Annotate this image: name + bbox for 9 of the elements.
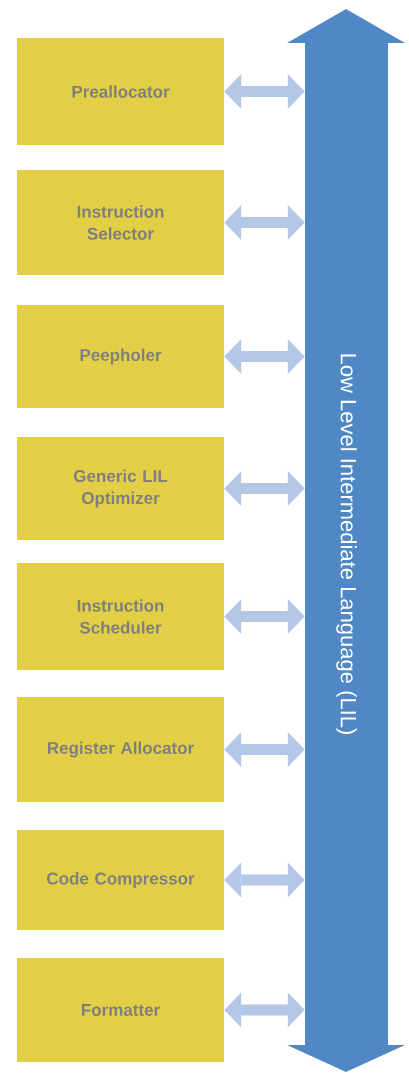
- process-box: Preallocator: [17, 38, 224, 145]
- process-box: Code Compressor: [17, 830, 224, 930]
- process-box: Formatter: [17, 958, 224, 1062]
- process-box: Generic LIL Optimizer: [17, 437, 224, 540]
- process-box: Register Allocator: [17, 697, 224, 802]
- process-box: Peepholer: [17, 305, 224, 408]
- arrow-band: Low Level Intermediate Language (LIL): [287, 9, 405, 1072]
- process-box: Instruction Scheduler: [17, 563, 224, 670]
- process-box: Instruction Selector: [17, 170, 224, 275]
